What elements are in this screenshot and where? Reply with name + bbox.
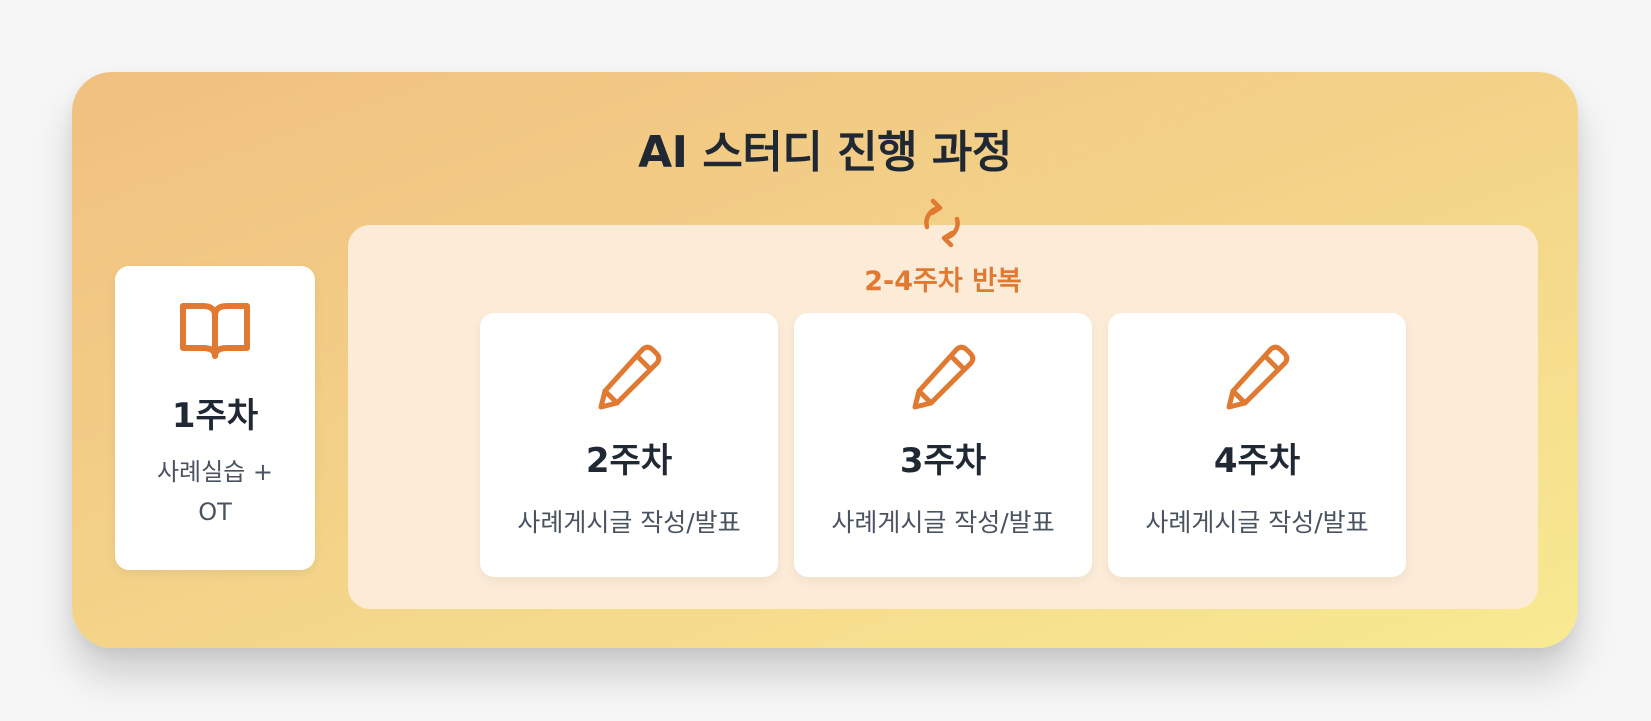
- repeat-label: 2-4주차 반복: [864, 266, 1022, 297]
- week-title: 4주차: [1213, 441, 1301, 481]
- week-card-2: 2주차 사례게시글 작성/발표: [480, 313, 778, 577]
- pencil-icon: [794, 343, 1092, 411]
- week-title: 2주차: [585, 441, 673, 481]
- pencil-icon: [1108, 343, 1406, 411]
- page-title: AI 스터디 진행 과정: [638, 127, 1012, 178]
- pencil-icon: [480, 343, 778, 411]
- refresh-cycle-icon: [919, 197, 965, 249]
- book-open-icon: [115, 300, 315, 362]
- week-title: 3주차: [899, 441, 987, 481]
- week-description: 사례게시글 작성/발표: [831, 508, 1055, 537]
- repeat-zone: 2-4주차 반복 2주차 사례게시글 작성/발표: [348, 198, 1538, 609]
- week-description: 사례실습 + OT: [156, 458, 274, 526]
- week-card-3: 3주차 사례게시글 작성/발표: [794, 313, 1092, 577]
- week-card-4: 4주차 사례게시글 작성/발표: [1108, 313, 1406, 577]
- week-description: 사례게시글 작성/발표: [1145, 508, 1369, 537]
- study-process-panel: AI 스터디 진행 과정 1주차 사례실습 + OT: [72, 72, 1578, 648]
- week-title: 1주차: [171, 396, 259, 436]
- week-description: 사례게시글 작성/발표: [517, 508, 741, 537]
- week-card-1: 1주차 사례실습 + OT: [115, 266, 315, 570]
